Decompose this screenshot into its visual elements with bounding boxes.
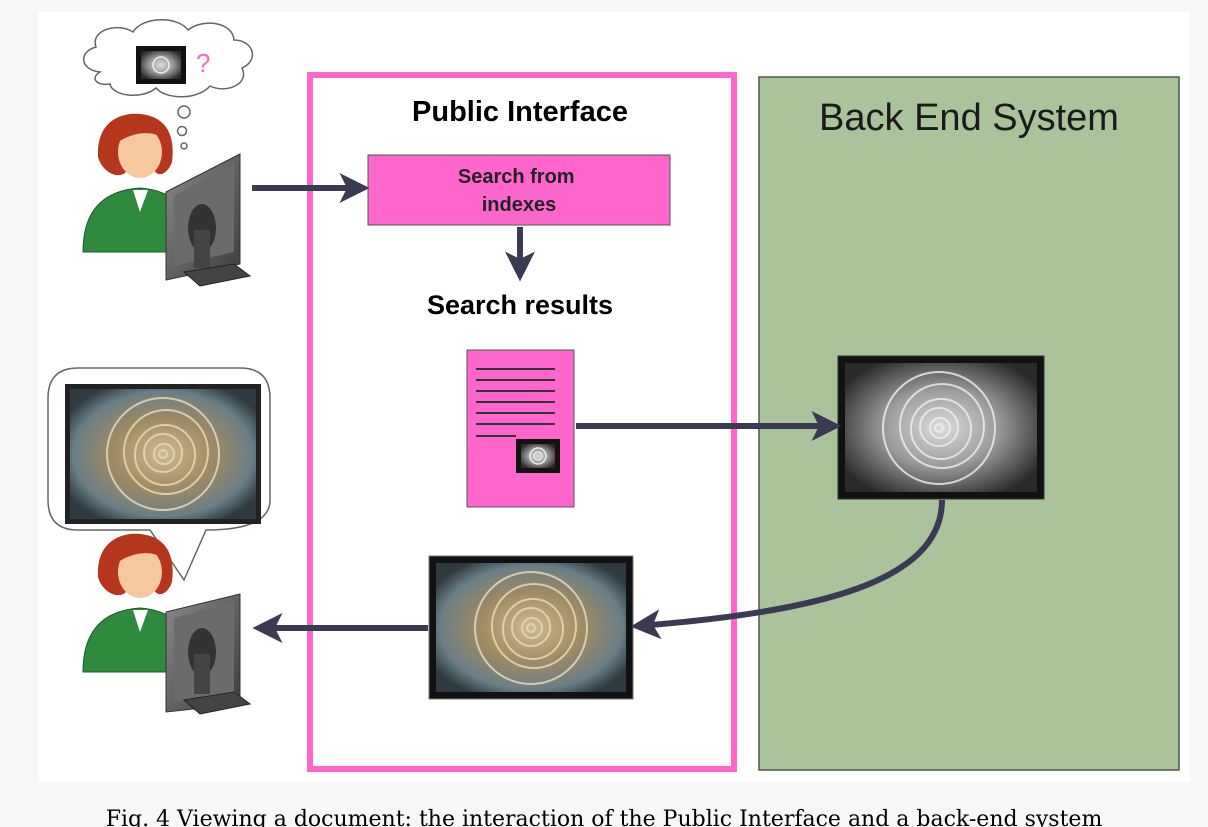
arrow-backend-to-result [630, 499, 945, 640]
diagram: Back End System Public Interface Search … [47, 19, 1180, 772]
user-at-computer-icon [82, 533, 252, 715]
svg-text:Search from indexes: Search from indexes [458, 166, 580, 216]
search-box-line-1: Search from [458, 166, 575, 188]
user-at-computer-icon [82, 113, 252, 287]
back-end-title: Back End System [819, 97, 1119, 139]
arrows [252, 173, 945, 643]
ammonite-image-icon [474, 571, 588, 685]
thought-bubble-icon: ? [83, 19, 254, 150]
result-image [428, 555, 634, 700]
figure-caption: Fig. 4 Viewing a document: the interacti… [105, 807, 1103, 827]
public-interface-title: Public Interface [412, 96, 628, 128]
search-from-indexes-box: Search from indexes [367, 154, 671, 226]
search-results-label: Search results [427, 290, 613, 320]
question-mark: ? [196, 48, 210, 78]
ammonite-image-icon [106, 397, 220, 511]
figure: Back End System Public Interface Search … [38, 12, 1190, 782]
back-end-image [837, 355, 1045, 500]
ammonite-image-icon [882, 371, 996, 485]
search-box-line-2: indexes [482, 194, 556, 216]
document-icon [466, 349, 575, 508]
speech-bubble-icon [47, 367, 271, 582]
